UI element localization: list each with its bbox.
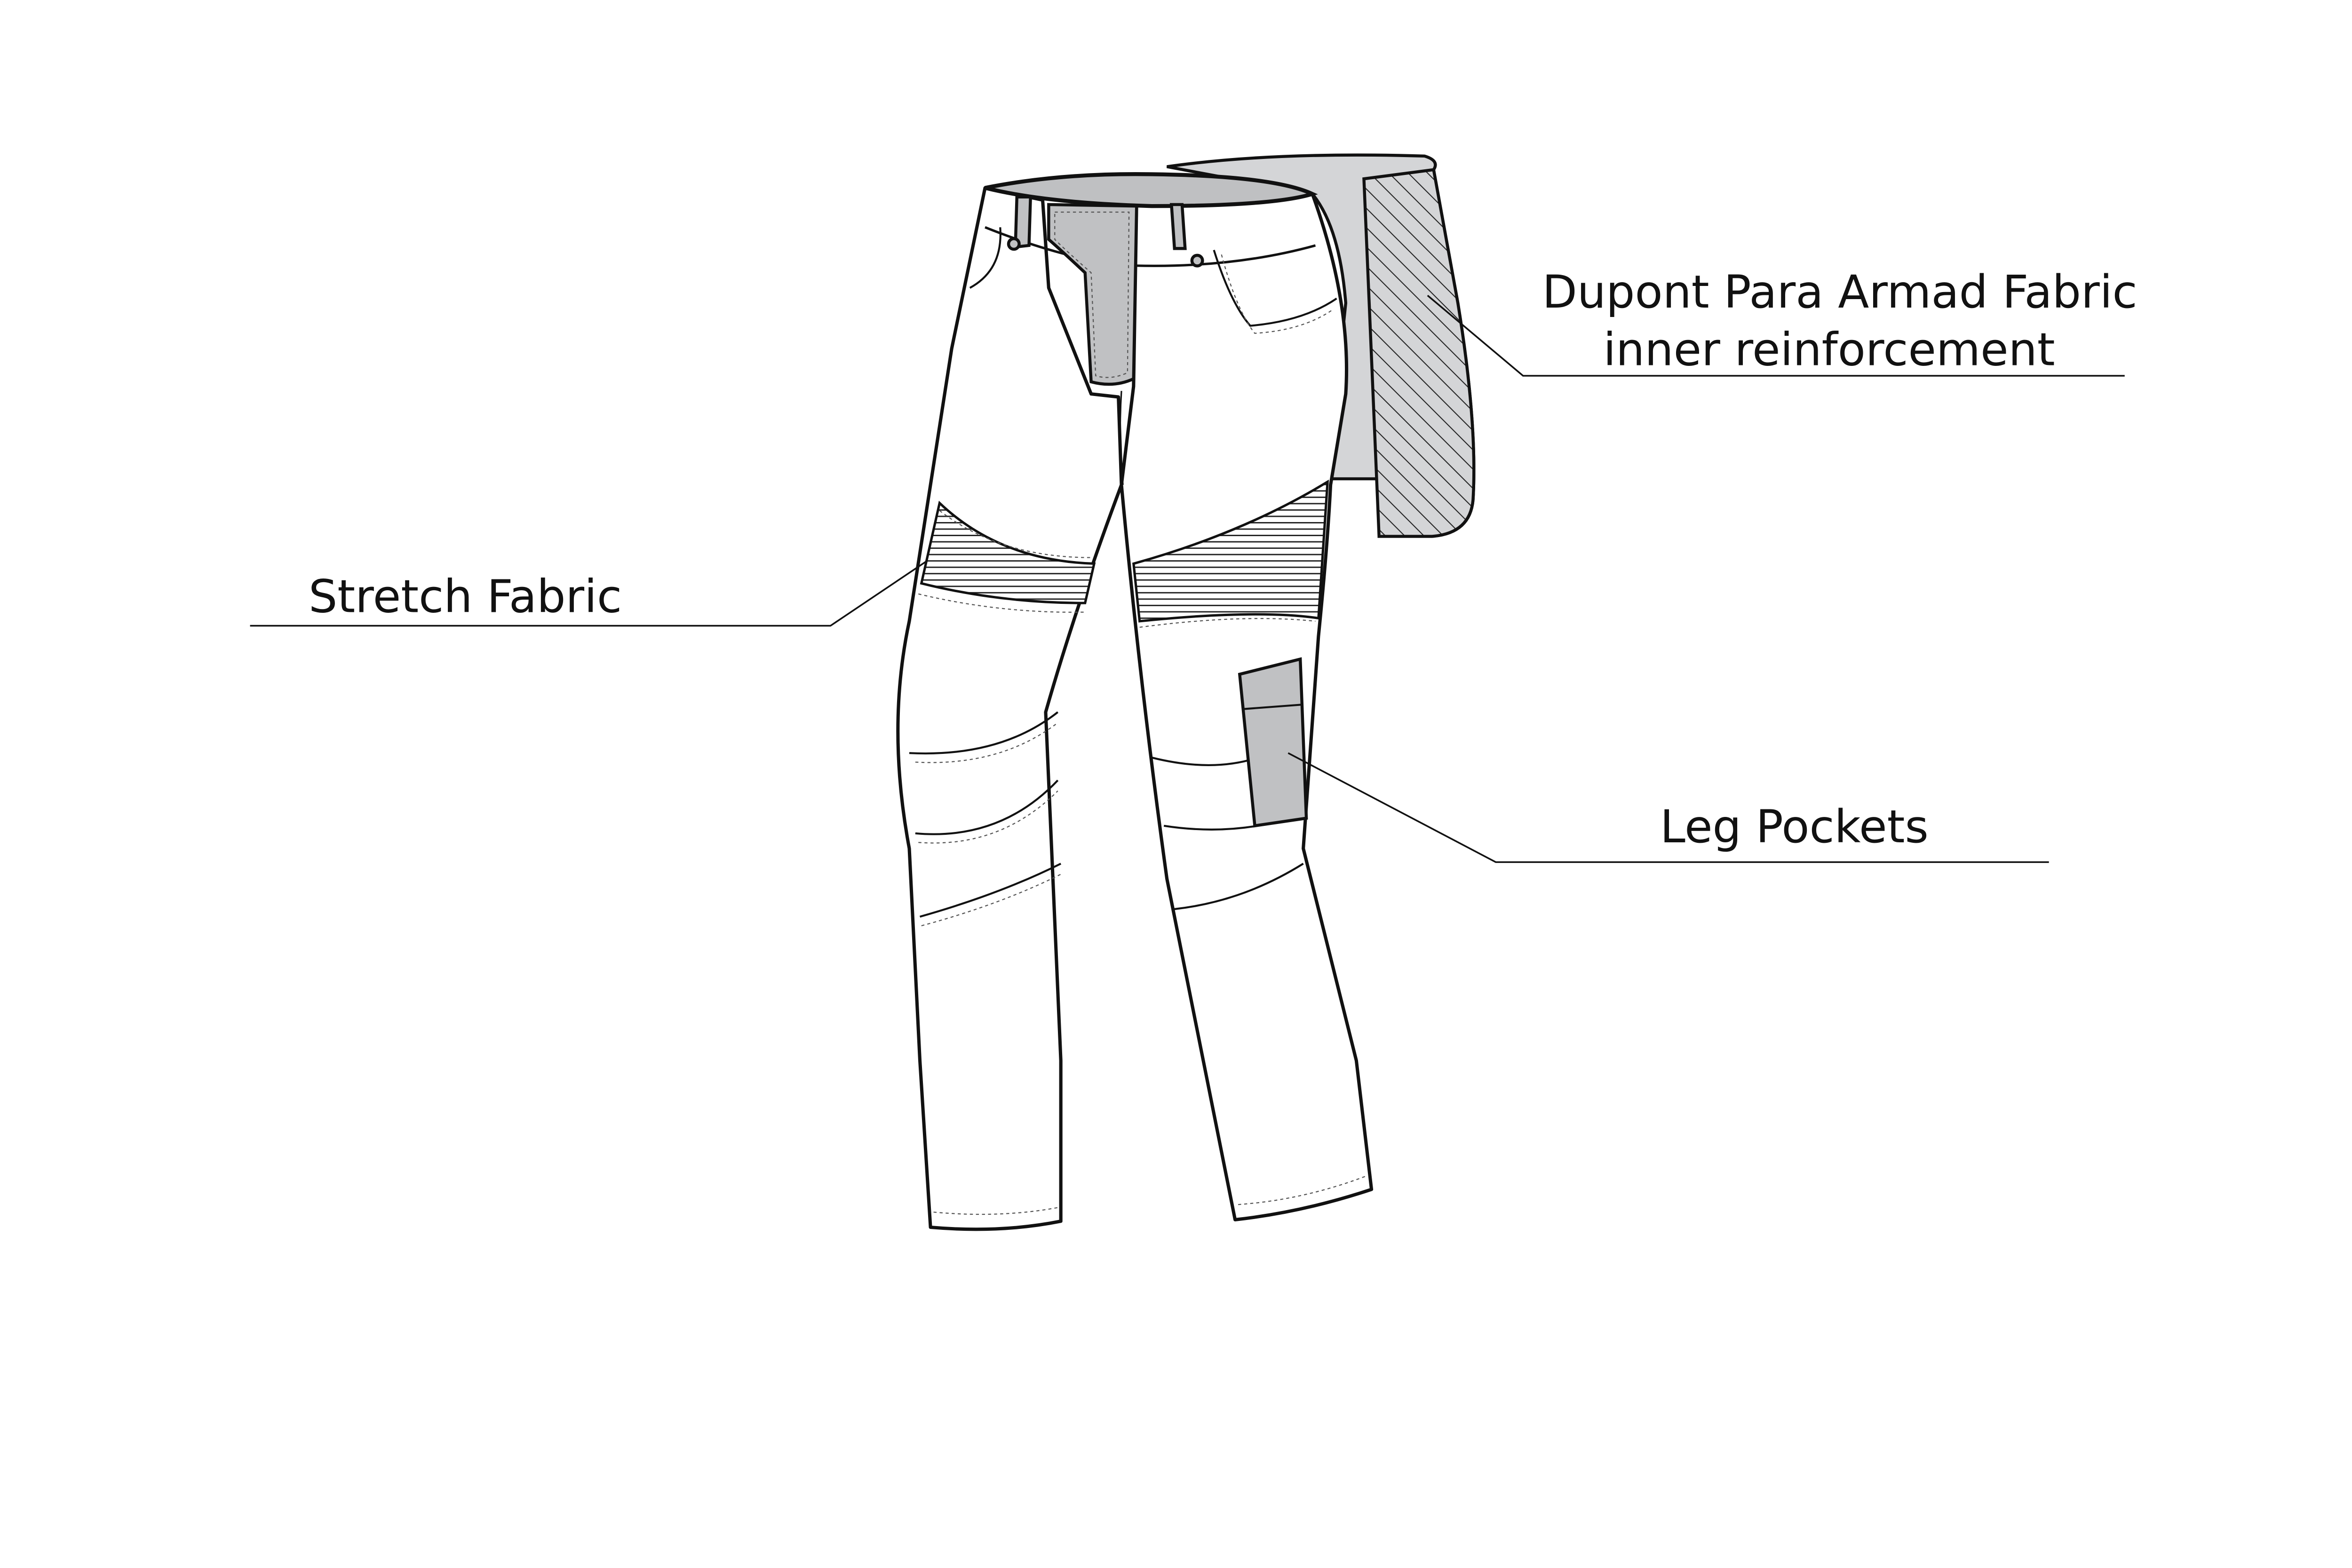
rivet (1007, 237, 1021, 251)
leg-pocket (1238, 657, 1308, 828)
pants-diagram: Dupont Para Armad Fabric inner reinforce… (250, 153, 2137, 1231)
fly-panel (1047, 203, 1138, 386)
stretch-fabric-left (920, 500, 1096, 604)
leg-pockets-label: Leg Pockets (1660, 800, 1929, 853)
dupont-label-line1: Dupont Para Armad Fabric (1542, 265, 2137, 318)
stretch-fabric-right (1132, 479, 1329, 623)
left-leg (896, 186, 1123, 1231)
stretch-fabric-label: Stretch Fabric (309, 570, 622, 623)
rivet (1190, 253, 1204, 268)
belt-loop (1014, 195, 1033, 249)
leg-pockets-leader (1287, 752, 2049, 863)
waist-opening (985, 172, 1318, 208)
dupont-leader (1427, 294, 2125, 377)
stretch-fabric-leader (250, 560, 928, 627)
belt-loop (1169, 203, 1187, 250)
inner-reinforcement-panel (1167, 153, 1476, 538)
dupont-label-line2: inner reinforcement (1603, 323, 2055, 376)
